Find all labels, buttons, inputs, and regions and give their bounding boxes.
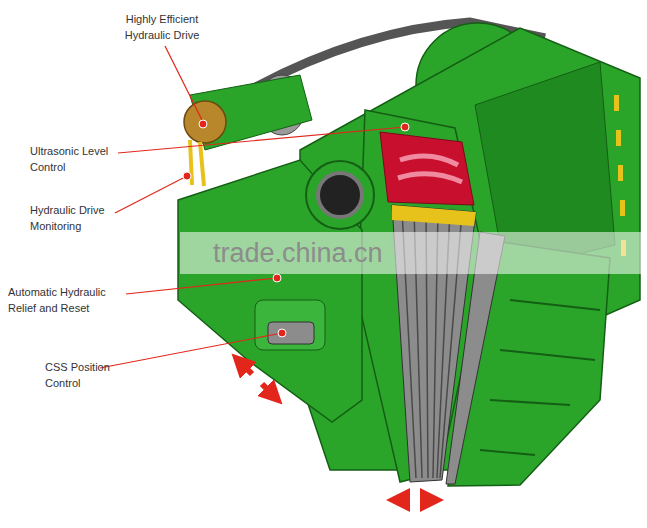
- callout-label: Hydraulic Drive Monitoring: [30, 203, 125, 235]
- relief-cylinder: [255, 300, 325, 350]
- shaft-housing: [306, 161, 374, 229]
- eccentric-shaft: [318, 173, 362, 217]
- motion-arrows: [240, 362, 432, 500]
- jaw-band: [392, 205, 476, 226]
- css-cylinder: [268, 322, 314, 344]
- callout-label: Ultrasonic Level Control: [30, 144, 125, 176]
- wear-stripes: [614, 95, 626, 256]
- callout-label: Automatic Hydraulic Relief and Reset: [8, 285, 126, 317]
- watermark-band: [180, 232, 647, 274]
- jaw-highlight: [398, 156, 462, 182]
- jaw-top: [380, 132, 474, 205]
- toggle-housing: [178, 160, 362, 422]
- hydraulic-hoses: [190, 140, 204, 186]
- leader-lines: [100, 46, 405, 368]
- frame-ribs: [480, 300, 600, 455]
- watermark: trade.china.cn: [213, 238, 383, 269]
- leader-dots: [183, 120, 409, 337]
- hydraulic-motor: [184, 101, 226, 143]
- callout-label: CSS Position Control: [45, 360, 125, 392]
- callout-label: Highly Efficient Hydraulic Drive: [112, 12, 212, 44]
